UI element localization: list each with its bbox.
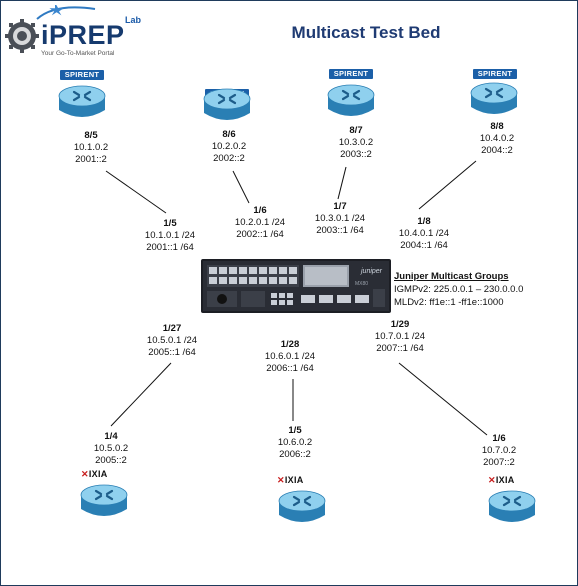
endpoint-label: 1/6 10.7.0.2 2007::2 xyxy=(481,433,517,468)
endpoint-label: 1/5 10.6.0.2 2006::2 xyxy=(277,425,313,460)
multicast-groups: Juniper Multicast Groups IGMPv2: 225.0.0… xyxy=(394,270,523,309)
link-ixia-1-4 xyxy=(110,362,172,427)
endpoint-label: 8/8 10.4.0.2 2004::2 xyxy=(479,121,515,156)
logo-tagline: Your Go-To-Market Portal xyxy=(41,50,115,57)
dut-interface-label: 1/5 10.1.0.1 /24 2001::1 /64 xyxy=(144,218,196,253)
ixia-logo: ✕IXIA xyxy=(81,469,108,479)
link-spirent-8-6 xyxy=(232,170,250,204)
multicast-groups-heading: Juniper Multicast Groups xyxy=(394,271,509,282)
ixia-logo: ✕IXIA xyxy=(277,475,304,485)
dut-interface-label: 1/6 10.2.0.1 /24 2002::1 /64 xyxy=(234,205,286,240)
router-icon xyxy=(327,84,375,116)
spirent-logo: SPIRENT xyxy=(329,69,373,79)
iprep-lab-logo: iPREP Lab Your Go-To-Market Portal xyxy=(5,5,175,57)
router-icon xyxy=(80,484,128,516)
router-icon xyxy=(278,490,326,522)
link-ixia-1-6 xyxy=(398,362,488,436)
chassis-brand: juniper xyxy=(360,268,383,275)
ixia-logo: ✕IXIA xyxy=(488,475,515,485)
endpoint-label: 8/5 10.1.0.2 2001::2 xyxy=(73,130,109,165)
dut-interface-label: 1/7 10.3.0.1 /24 2003::1 /64 xyxy=(314,201,366,236)
router-icon xyxy=(470,82,518,114)
dut-interface-label: 1/8 10.4.0.1 /24 2004::1 /64 xyxy=(398,216,450,251)
dut-interface-label: 1/27 10.5.0.1 /24 2005::1 /64 xyxy=(146,323,198,358)
router-icon xyxy=(203,88,251,120)
chassis-model: MX80 xyxy=(355,281,368,287)
spirent-logo: SPIRENT xyxy=(473,69,517,79)
logo-brand: iPREP xyxy=(41,20,125,50)
endpoint-label: 8/7 10.3.0.2 2003::2 xyxy=(338,125,374,160)
mld-range: MLDv2: ff1e::1 -ff1e::1000 xyxy=(394,297,504,308)
endpoint-label: 8/6 10.2.0.2 2002::2 xyxy=(211,129,247,164)
logo-superscript: Lab xyxy=(125,15,142,25)
dut-interface-label: 1/28 10.6.0.1 /24 2006::1 /64 xyxy=(264,339,316,374)
gear-icon xyxy=(5,19,39,53)
juniper-mx-chassis: juniper MX80 xyxy=(201,259,391,313)
igmp-range: IGMPv2: 225.0.0.1 – 230.0.0.0 xyxy=(394,284,524,295)
link-spirent-8-7 xyxy=(337,166,347,200)
router-icon xyxy=(488,490,536,522)
endpoint-label: 1/4 10.5.0.2 2005::2 xyxy=(93,431,129,466)
link-spirent-8-5 xyxy=(105,170,167,214)
link-spirent-8-8 xyxy=(418,160,477,210)
router-icon xyxy=(58,85,106,117)
dut-interface-label: 1/29 10.7.0.1 /24 2007::1 /64 xyxy=(374,319,426,354)
logo-swoosh-icon xyxy=(36,5,96,20)
spirent-logo: SPIRENT xyxy=(60,70,104,80)
diagram-title: Multicast Test Bed xyxy=(291,23,441,42)
